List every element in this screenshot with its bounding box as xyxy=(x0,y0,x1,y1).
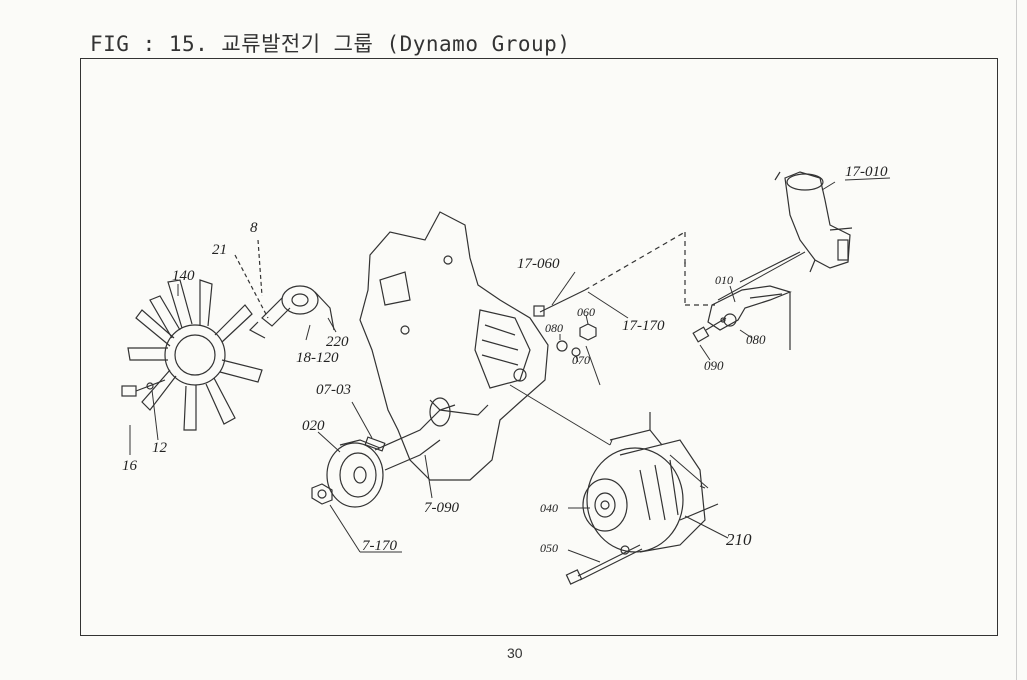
adjusting-bracket xyxy=(684,251,801,350)
engine-cover xyxy=(359,211,549,481)
fan-blade-assembly xyxy=(121,279,263,431)
label-12: 12 xyxy=(152,440,168,456)
label-7-170: 7-170 xyxy=(362,538,397,554)
page-number: 30 xyxy=(507,645,523,661)
label-17-010: 17-010 xyxy=(845,164,888,180)
label-070: 070 xyxy=(572,353,590,367)
label-040: 040 xyxy=(540,501,558,515)
label-7-090: 7-090 xyxy=(424,500,459,516)
label-17-060: 17-060 xyxy=(517,256,560,272)
label-21: 21 xyxy=(212,242,227,258)
label-020: 020 xyxy=(302,418,325,434)
scan-edge xyxy=(1016,0,1017,680)
label-16: 16 xyxy=(122,458,138,474)
pulley-bracket xyxy=(234,239,335,339)
label-8: 8 xyxy=(250,220,258,236)
label-080-b: 080 xyxy=(746,332,766,347)
diagram-frame xyxy=(80,58,998,636)
label-220: 220 xyxy=(326,334,349,350)
label-010: 010 xyxy=(715,273,733,287)
label-050: 050 xyxy=(540,541,558,555)
leader-lines xyxy=(129,177,891,563)
adjusting-bolt-set xyxy=(533,231,686,357)
crank-pulley xyxy=(311,397,456,508)
label-07-03: 07-03 xyxy=(316,382,351,398)
label-17-170: 17-170 xyxy=(622,318,665,334)
label-090: 090 xyxy=(704,358,724,373)
label-060: 060 xyxy=(577,305,595,319)
label-080-a: 080 xyxy=(545,321,563,335)
alternator xyxy=(565,412,719,585)
figure-title: FIG : 15. 교류발전기 그룹 (Dynamo Group) xyxy=(90,32,571,56)
label-140: 140 xyxy=(172,268,195,284)
label-210: 210 xyxy=(726,530,752,549)
water-outlet xyxy=(774,171,853,273)
label-18-120: 18-120 xyxy=(296,350,339,366)
